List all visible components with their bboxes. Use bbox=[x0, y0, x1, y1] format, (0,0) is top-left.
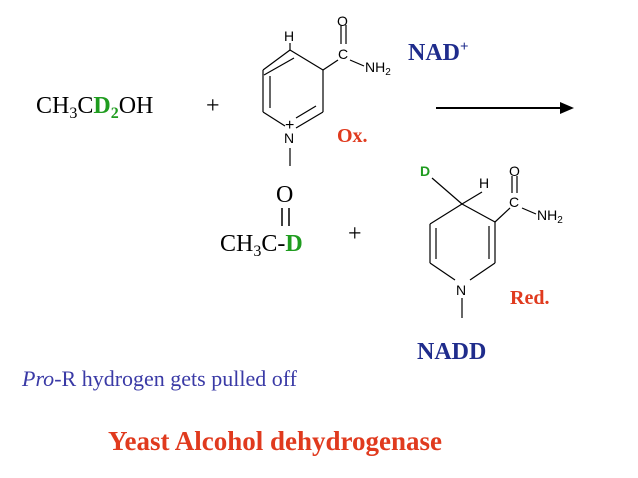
nadd-deuterium-atom: D bbox=[420, 163, 431, 179]
aldehyde-oxygen-atom: O bbox=[276, 182, 294, 208]
oxidized-label: Ox. bbox=[337, 125, 368, 147]
aldehyde-double-bond bbox=[281, 208, 290, 226]
nad-carbon-atom: C bbox=[338, 46, 349, 62]
product-plus-sign: + bbox=[348, 221, 362, 247]
nadd-hydrogen-atom: H bbox=[479, 175, 490, 191]
nad-plus-label: NAD+ bbox=[408, 39, 469, 66]
reactant-plus-sign: + bbox=[206, 93, 220, 119]
product-acetaldehyde: CH3C-D bbox=[220, 231, 303, 260]
nad-hydrogen-atom: H bbox=[284, 28, 295, 44]
nadd-ring bbox=[429, 176, 537, 318]
nadd-oxygen-atom: O bbox=[509, 163, 520, 179]
nadd-amide-nh2: NH2 bbox=[537, 207, 563, 226]
pro-r-note: Pro-R hydrogen gets pulled off bbox=[22, 366, 297, 391]
nadd-label: NADD bbox=[417, 339, 487, 365]
reactant-ethanol: CH3CD2OH bbox=[36, 93, 154, 122]
nad-charge: + bbox=[285, 117, 295, 134]
nad-oxygen-atom: O bbox=[337, 13, 348, 29]
nad-plus-ring bbox=[262, 25, 365, 166]
nadd-nitrogen-atom: N bbox=[456, 282, 467, 298]
nad-nitrogen-atom: N bbox=[284, 130, 295, 146]
nad-amide-nh2: NH2 bbox=[365, 59, 391, 78]
enzyme-title: Yeast Alcohol dehydrogenase bbox=[108, 426, 443, 456]
reduced-label: Red. bbox=[510, 287, 550, 309]
reaction-arrow bbox=[436, 102, 574, 114]
nadd-carbon-atom: C bbox=[509, 194, 520, 210]
